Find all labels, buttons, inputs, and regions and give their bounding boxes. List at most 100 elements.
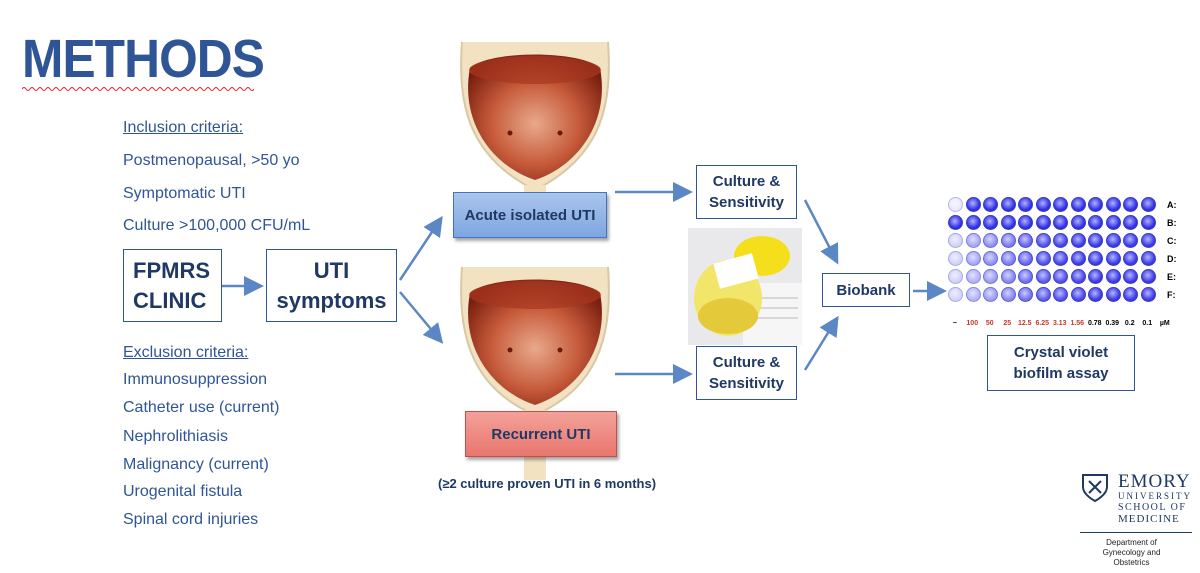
- biobank-box: Biobank: [822, 273, 910, 307]
- conc-label: 50: [985, 320, 994, 327]
- plate-well: [1053, 197, 1068, 212]
- plate-row-labels: A: B: C: D: E: F:: [1167, 198, 1177, 303]
- plate-well: [1053, 233, 1068, 248]
- conc-label: 0.39: [1105, 320, 1120, 327]
- plate-well: [948, 233, 963, 248]
- exclusion-item: Spinal cord injuries: [123, 511, 259, 528]
- plate-well: [1088, 287, 1103, 302]
- plate-well: [1053, 287, 1068, 302]
- acute-uti-box: Acute isolated UTI: [453, 192, 607, 238]
- plate-well: [1000, 197, 1016, 212]
- culture-sensitivity-box-top: Culture & Sensitivity: [696, 165, 797, 219]
- urine-sample-cup-image: [688, 228, 802, 345]
- plate-row: [948, 233, 1156, 248]
- plate-row-label: C:: [1167, 236, 1177, 246]
- bladder-illustration-top: [460, 41, 610, 220]
- bladder-illustration-bottom: [460, 266, 610, 480]
- plate-well: [1000, 215, 1016, 230]
- plate-well: [1035, 251, 1051, 266]
- emory-shield-icon: [1082, 474, 1108, 503]
- conc-label: 100: [966, 320, 979, 327]
- inclusion-item: Postmenopausal, >50 yo: [123, 152, 300, 169]
- recurrent-uti-note: (≥2 culture proven UTI in 6 months): [438, 476, 657, 491]
- inclusion-item: Symptomatic UTI: [123, 185, 246, 202]
- plate-well: [965, 269, 981, 284]
- plate-well: [1088, 251, 1103, 266]
- plate-well: [1123, 197, 1138, 212]
- plate-well: [1070, 287, 1086, 302]
- plate-well: [1105, 215, 1121, 230]
- logo-school: SCHOOL OF: [1118, 502, 1187, 513]
- plate-well: [1070, 197, 1086, 212]
- plate-well: [1123, 233, 1138, 248]
- plate-well: [948, 197, 963, 212]
- conc-label: 0.78: [1087, 320, 1102, 327]
- plate-well: [948, 251, 963, 266]
- plate-well: [1140, 251, 1156, 266]
- plate-well: [983, 251, 998, 266]
- conc-label: 0.1: [1142, 320, 1153, 327]
- plate-well: [965, 287, 981, 302]
- plate-row: [948, 215, 1156, 230]
- conc-label: 6.25: [1035, 320, 1050, 327]
- logo-name: EMORY: [1118, 471, 1191, 492]
- plate-well: [983, 197, 998, 212]
- exclusion-item: Catheter use (current): [123, 399, 280, 416]
- plate-well: [1140, 233, 1156, 248]
- recurrent-uti-box: Recurrent UTI: [465, 411, 617, 457]
- plate-well: [1105, 269, 1121, 284]
- plate-well: [1123, 287, 1138, 302]
- plate-row-label: A:: [1167, 200, 1177, 210]
- plate-well: [1000, 251, 1016, 266]
- biofilm-plate: [948, 197, 1156, 302]
- conc-label: 1.56: [1070, 320, 1085, 327]
- plate-well: [1070, 269, 1086, 284]
- plate-well: [1018, 287, 1033, 302]
- plate-well: [965, 233, 981, 248]
- plate-well: [1070, 251, 1086, 266]
- crystal-violet-assay-box: Crystal violet biofilm assay: [987, 335, 1135, 391]
- culture-sensitivity-box-bottom: Culture & Sensitivity: [696, 346, 797, 400]
- plate-row: [948, 287, 1156, 302]
- plate-well: [983, 233, 998, 248]
- plate-well: [1088, 215, 1103, 230]
- page-title: METHODS: [22, 29, 265, 89]
- plate-well: [1140, 215, 1156, 230]
- plate-well: [1123, 215, 1138, 230]
- plate-well: [1070, 215, 1086, 230]
- exclusion-item: Urogenital fistula: [123, 483, 243, 500]
- conc-label: 12.5: [1017, 320, 1032, 327]
- plate-row: [948, 269, 1156, 284]
- plate-well: [965, 215, 981, 230]
- plate-well: [1035, 287, 1051, 302]
- plate-row-label: B:: [1167, 218, 1177, 228]
- plate-well: [965, 197, 981, 212]
- conc-label: −: [952, 320, 957, 327]
- plate-well: [1018, 215, 1033, 230]
- plate-well: [1088, 233, 1103, 248]
- exclusion-item: Malignancy (current): [123, 456, 269, 473]
- plate-row-label: D:: [1167, 254, 1177, 264]
- logo-university: UNIVERSITY: [1118, 491, 1192, 501]
- plate-row: [948, 251, 1156, 266]
- plate-well: [1053, 215, 1068, 230]
- plate-well: [1140, 197, 1156, 212]
- exclusion-heading: Exclusion criteria:: [123, 344, 249, 361]
- conc-unit: µM: [1159, 320, 1170, 327]
- plate-well: [965, 251, 981, 266]
- plate-well: [1140, 287, 1156, 302]
- plate-well: [1000, 287, 1016, 302]
- logo-divider: [1080, 532, 1192, 533]
- plate-well: [1018, 251, 1033, 266]
- plate-well: [1018, 233, 1033, 248]
- plate-wells: [948, 197, 1156, 302]
- plate-well: [1070, 233, 1086, 248]
- plate-well: [948, 287, 963, 302]
- logo-medicine: MEDICINE: [1118, 513, 1180, 525]
- plate-well: [1053, 251, 1068, 266]
- plate-well: [1053, 269, 1068, 284]
- fpmrs-clinic-box: FPMRS CLINIC: [123, 249, 222, 322]
- plate-well: [1123, 269, 1138, 284]
- plate-well: [1018, 269, 1033, 284]
